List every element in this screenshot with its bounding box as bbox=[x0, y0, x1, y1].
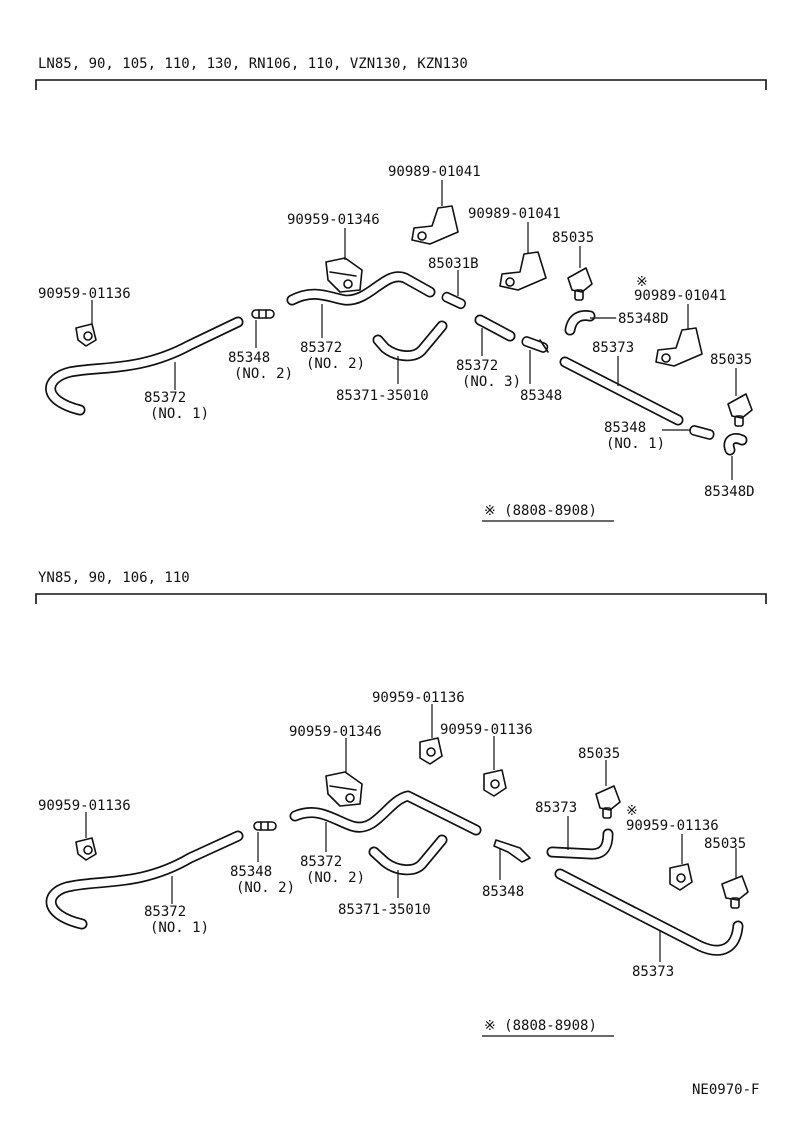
bracket-90989-01041-right bbox=[655, 327, 703, 367]
hose-85372-no2 bbox=[286, 271, 436, 306]
section-2-note: ※ (8808-8908) bbox=[484, 1018, 597, 1034]
label-85348-no2-sub: (NO. 2) bbox=[234, 366, 293, 382]
hose-85373-a bbox=[546, 828, 614, 860]
label-85348-no1-sub: (NO. 1) bbox=[606, 436, 665, 452]
label-85348-no2: 85348 bbox=[230, 864, 272, 880]
hose-85348d-a bbox=[564, 310, 596, 336]
label-85348-no2-sub: (NO. 2) bbox=[236, 880, 295, 896]
label-90959-01346: 90959-01346 bbox=[287, 212, 380, 228]
section-1-note: ※ (8808-8908) bbox=[484, 503, 597, 519]
label-85348-no2: 85348 bbox=[228, 350, 270, 366]
section-1: LN85, 90, 105, 110, 130, RN106, 110, VZN… bbox=[35, 56, 767, 522]
section-1-frame bbox=[35, 79, 767, 90]
bracket-90959-01346 bbox=[325, 771, 363, 807]
label-90959-01136-top: 90959-01136 bbox=[372, 690, 465, 706]
label-85035-a: 85035 bbox=[552, 230, 594, 246]
hose-85372-no1 bbox=[45, 316, 244, 416]
label-85372-no2: 85372 bbox=[300, 340, 342, 356]
label-85372-no1: 85372 bbox=[144, 904, 186, 920]
label-90959-01136-right: 90959-01136 bbox=[626, 818, 719, 834]
label-85372-no3-sub: (NO. 3) bbox=[462, 374, 521, 390]
footer-code: NE0970-F bbox=[692, 1082, 759, 1098]
clip-90959-01136-mid bbox=[483, 769, 507, 797]
connector-85348-no2 bbox=[251, 309, 275, 319]
hose-85373 bbox=[559, 356, 684, 426]
label-85372-no3: 85372 bbox=[456, 358, 498, 374]
connector-85348 bbox=[493, 839, 531, 863]
label-85372-no1-sub: (NO. 1) bbox=[150, 406, 209, 422]
label-85348d-a: 85348D bbox=[618, 311, 669, 327]
label-90959-01136: 90959-01136 bbox=[38, 286, 131, 302]
label-90989-01041-mid: 90989-01041 bbox=[468, 206, 561, 222]
label-85372-no1: 85372 bbox=[144, 390, 186, 406]
label-90989-01041-top: 90989-01041 bbox=[388, 164, 481, 180]
label-85371-35010: 85371-35010 bbox=[338, 902, 431, 918]
label-85035-a: 85035 bbox=[578, 746, 620, 762]
label-85373-a: 85373 bbox=[535, 800, 577, 816]
hose-85372-no1 bbox=[45, 830, 244, 930]
label-85372-no2: 85372 bbox=[300, 854, 342, 870]
connector-85348 bbox=[521, 336, 549, 353]
label-85372-no2-sub: (NO. 2) bbox=[306, 870, 365, 886]
label-85373: 85373 bbox=[592, 340, 634, 356]
clip-90959-01136-top bbox=[419, 737, 443, 765]
label-90959-01346: 90959-01346 bbox=[289, 724, 382, 740]
section-2-frame bbox=[35, 593, 767, 604]
label-85372-no2-sub: (NO. 2) bbox=[306, 356, 365, 372]
bracket-90989-01041-top bbox=[411, 205, 459, 245]
nozzle-85035-a bbox=[595, 785, 621, 819]
label-85035-b: 85035 bbox=[704, 836, 746, 852]
bracket-90959-01346 bbox=[325, 257, 363, 293]
label-85031b: 85031B bbox=[428, 256, 479, 272]
bracket-90989-01041-mid bbox=[499, 251, 547, 291]
label-85371-35010: 85371-35010 bbox=[336, 388, 429, 404]
label-90959-01136-left: 90959-01136 bbox=[38, 798, 131, 814]
nozzle-85035-a bbox=[567, 267, 593, 301]
label-85372-no1-sub: (NO. 1) bbox=[150, 920, 209, 936]
label-star: ※ bbox=[636, 274, 648, 290]
label-star: ※ bbox=[626, 803, 638, 819]
section-2-header: YN85, 90, 106, 110 bbox=[38, 570, 190, 586]
clip-90959-01136-right bbox=[669, 863, 693, 891]
nozzle-85035-b bbox=[721, 875, 749, 909]
nozzle-85035-b bbox=[727, 393, 753, 427]
section-2: YN85, 90, 106, 110 bbox=[35, 570, 767, 1037]
hose-85372-no2 bbox=[289, 790, 482, 836]
hose-85372-no3 bbox=[474, 314, 516, 342]
hose-85371-35010 bbox=[372, 320, 448, 362]
label-90989-01041-right: 90989-01041 bbox=[634, 288, 727, 304]
label-85348: 85348 bbox=[482, 884, 524, 900]
label-85348-no1: 85348 bbox=[604, 420, 646, 436]
label-90959-01136-mid: 90959-01136 bbox=[440, 722, 533, 738]
hose-85371-35010 bbox=[368, 834, 448, 876]
label-85348: 85348 bbox=[520, 388, 562, 404]
section-1-leaders bbox=[91, 180, 737, 480]
section-1-header: LN85, 90, 105, 110, 130, RN106, 110, VZN… bbox=[38, 56, 468, 72]
label-85348d-b: 85348D bbox=[704, 484, 755, 500]
clip-90959-01136-left bbox=[75, 837, 97, 861]
label-85035-b: 85035 bbox=[710, 352, 752, 368]
clip-90959-01136 bbox=[75, 323, 97, 347]
connector-85348-no1 bbox=[689, 425, 715, 440]
connector-85348-no2 bbox=[253, 821, 277, 831]
hose-85348d-b bbox=[723, 433, 748, 456]
hose-85373-b bbox=[554, 868, 744, 956]
section-2-leaders bbox=[85, 704, 737, 962]
connector-85031b bbox=[441, 291, 467, 310]
label-85373-b: 85373 bbox=[632, 964, 674, 980]
